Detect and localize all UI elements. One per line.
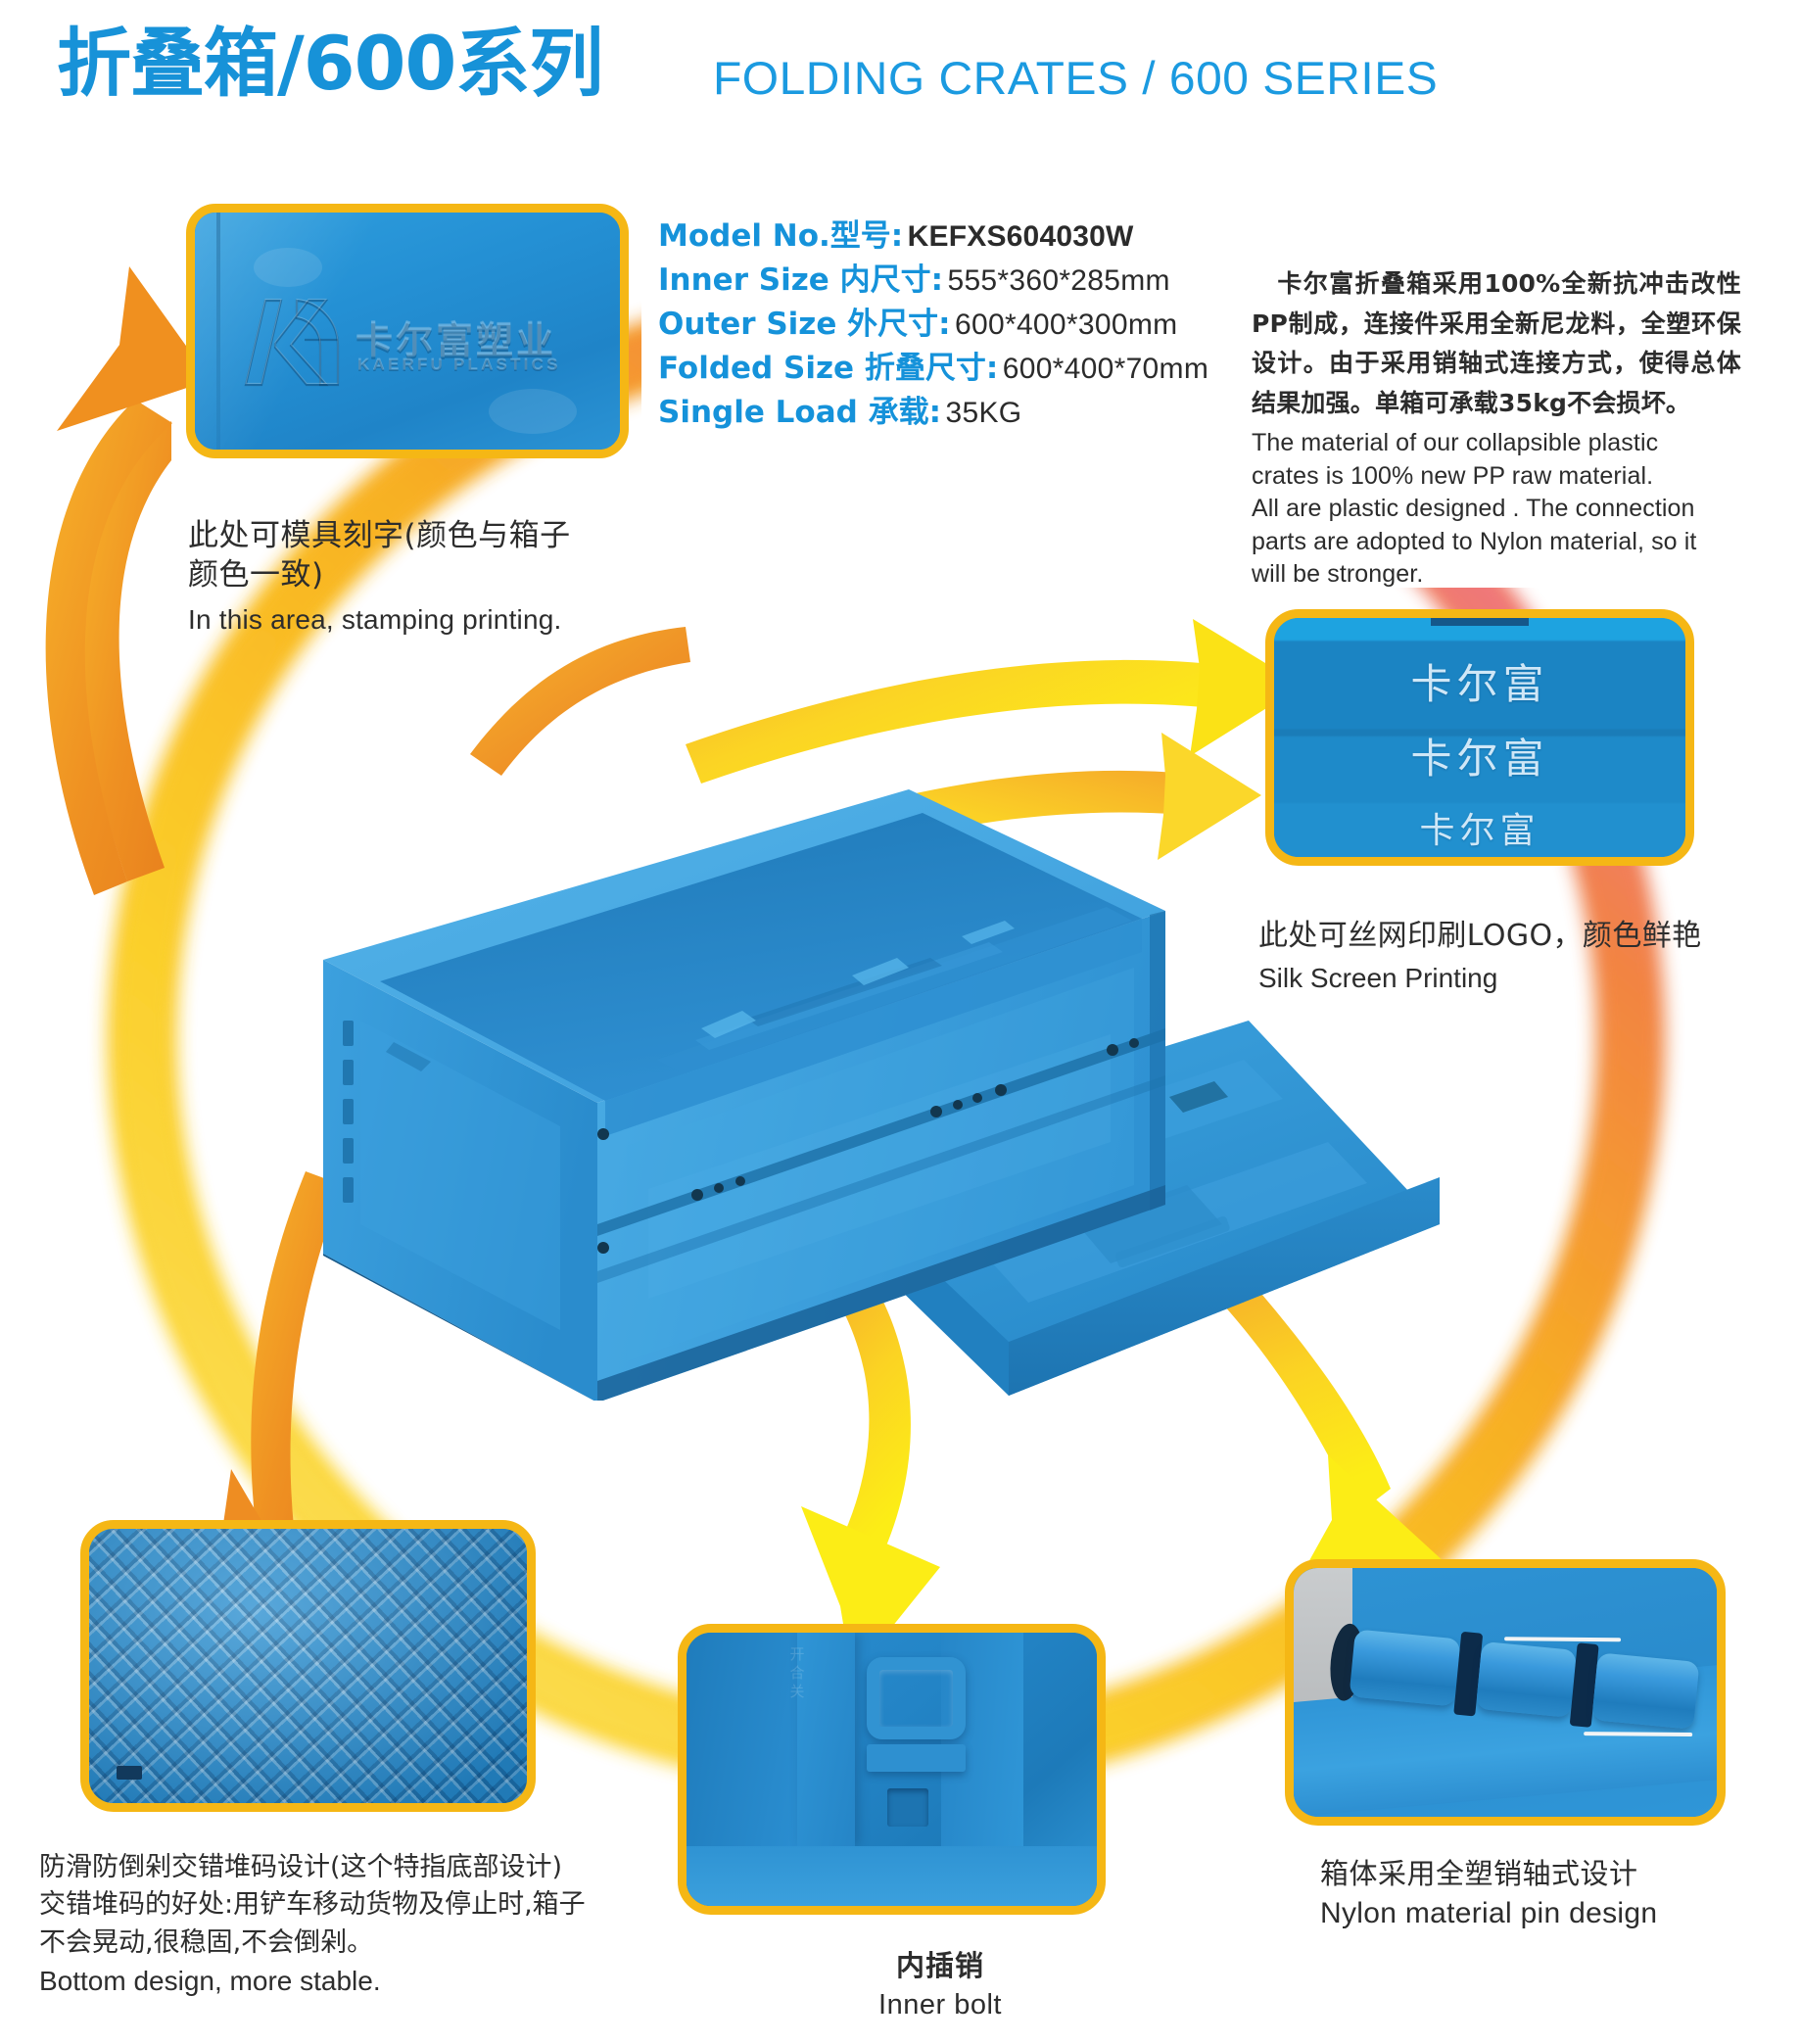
bolt-floor xyxy=(687,1845,1097,1906)
stamping-printing-photo: 卡尔富塑业 KAERFU PLASTICS xyxy=(186,204,629,458)
page-title-english: FOLDING CRATES / 600 SERIES xyxy=(713,52,1439,104)
spec-value-single-load: 35KG xyxy=(945,397,1022,430)
hinge-highlight xyxy=(1583,1731,1692,1736)
stamping-caption-cn-2: 颜色一致) xyxy=(188,557,324,594)
crate-surface xyxy=(195,213,620,450)
spec-label-inner-size: Inner Size 内尺寸: xyxy=(658,262,943,299)
specifications-list: Model No.型号: KEFXS604030W Inner Size 内尺寸… xyxy=(658,217,1208,438)
spec-value-inner-size: 555*360*285mm xyxy=(947,264,1170,298)
hinge-highlight xyxy=(1504,1636,1621,1641)
bottom-design-caption: 防滑防倒剁交错堆码设计(这个特指底部设计) 交错堆码的好处:用铲车移动货物及停止… xyxy=(39,1849,686,2001)
molded-text: 开合关 xyxy=(787,1645,806,1702)
embossed-logo-group: 卡尔富塑业 KAERFU PLASTICS xyxy=(236,295,608,403)
description-english: The material of our collapsible plastic … xyxy=(1252,427,1741,591)
page-header: 折叠箱/600系列 FOLDING CRATES / 600 SERIES xyxy=(0,0,1800,147)
silk-logo-row-2: 卡尔富 xyxy=(1410,735,1549,783)
spec-row-inner-size: Inner Size 内尺寸: 555*360*285mm xyxy=(658,261,1208,300)
bottom-caption-cn-3: 不会晃动,很稳固,不会倒剁。 xyxy=(39,1926,374,1958)
stamping-caption-en: In this area, stamping printing. xyxy=(188,603,562,635)
silk-logo-row-3: 卡尔富 xyxy=(1419,811,1540,851)
pin-design-caption: 箱体采用全塑销轴式设计 Nylon material pin design xyxy=(1320,1854,1780,1934)
crosshatch-rib-pattern xyxy=(89,1529,527,1803)
nylon-pin-hinge-photo xyxy=(1285,1559,1726,1826)
hinge-segment xyxy=(1590,1652,1700,1730)
inner-bolt-photo: 开合关 xyxy=(678,1624,1106,1915)
product-description: 卡尔富折叠箱采用100%全新抗冲击改性PP制成，连接件采用全新尼龙料，全塑环保设… xyxy=(1252,264,1741,592)
hinge-segment xyxy=(1349,1629,1460,1706)
stamping-caption-cn-1: 此处可模具刻字(颜色与箱子 xyxy=(188,518,571,553)
spec-row-folded-size: Folded Size 折叠尺寸: 600*400*70mm xyxy=(658,350,1208,388)
page-title-chinese: 折叠箱/600系列 xyxy=(57,20,603,107)
kaerfu-logo-icon xyxy=(244,298,340,387)
pin-caption-cn: 箱体采用全塑销轴式设计 xyxy=(1320,1857,1638,1890)
bottom-caption-en: Bottom design, more stable. xyxy=(39,1965,381,1996)
bottom-anti-slip-photo xyxy=(80,1520,536,1812)
stamping-caption: 此处可模具刻字(颜色与箱子 颜色一致) In this area, stampi… xyxy=(188,516,658,640)
embossed-brand-english: KAERFU PLASTICS xyxy=(357,356,561,374)
bolt-slot xyxy=(887,1788,929,1828)
spec-row-single-load: Single Load 承载: 35KG xyxy=(658,394,1208,432)
spec-row-outer-size: Outer Size 外尺寸: 600*400*300mm xyxy=(658,306,1208,344)
spec-label-outer-size: Outer Size 外尺寸: xyxy=(658,307,951,343)
bottom-caption-cn-1: 防滑防倒剁交错堆码设计(这个特指底部设计) xyxy=(39,1852,563,1882)
embossed-brand-chinese: 卡尔富塑业 xyxy=(355,319,557,362)
description-en-line-2: crates is 100% new PP raw material. xyxy=(1252,461,1654,490)
hinge-segment xyxy=(1475,1640,1577,1718)
spec-value-folded-size: 600*400*70mm xyxy=(1002,353,1209,386)
silk-caption-cn: 此处可丝网印刷LOGO，颜色鲜艳 xyxy=(1258,919,1702,953)
spec-label-single-load: Single Load 承载: xyxy=(658,395,942,431)
spec-label-model: Model No.型号: xyxy=(658,218,904,254)
spec-value-outer-size: 600*400*300mm xyxy=(955,309,1178,342)
silk-screen-printing-photo: 卡尔富 卡尔富 卡尔富 xyxy=(1265,609,1694,866)
bolt-caption-en: Inner bolt xyxy=(878,1989,1002,2021)
crate-seam-line xyxy=(216,213,220,450)
bolt-caption-cn: 内插销 xyxy=(895,1949,984,1982)
inner-bolt-caption: 内插销 Inner bolt xyxy=(754,1947,1126,2025)
spec-row-model: Model No.型号: KEFXS604030W xyxy=(658,217,1208,256)
bolt-latch-tab xyxy=(867,1744,966,1773)
bolt-rib-wall xyxy=(797,1633,855,1846)
silk-logo-row-1: 卡尔富 xyxy=(1410,660,1549,708)
description-en-line-3: All are plastic designed . The connectio… xyxy=(1252,495,1695,522)
spec-label-folded-size: Folded Size 折叠尺寸: xyxy=(658,351,999,387)
bottom-notch xyxy=(117,1766,142,1780)
main-folding-crate-photo xyxy=(304,676,1459,1402)
bottom-caption-cn-2: 交错堆码的好处:用铲车移动货物及停止时,箱子 xyxy=(39,1889,586,1921)
description-en-line-4: parts are adopted to Nylon material, so … xyxy=(1252,527,1697,555)
bolt-latch-ring xyxy=(867,1657,966,1739)
silk-screen-caption: 此处可丝网印刷LOGO，颜色鲜艳 Silk Screen Printing xyxy=(1258,917,1768,997)
description-chinese: 卡尔富折叠箱采用100%全新抗冲击改性PP制成，连接件采用全新尼龙料，全塑环保设… xyxy=(1252,269,1741,417)
pin-caption-en: Nylon material pin design xyxy=(1320,1897,1658,1930)
description-en-line-5: will be stronger. xyxy=(1252,560,1424,588)
spec-value-model: KEFXS604030W xyxy=(907,220,1134,253)
crate-side-surface xyxy=(1274,618,1685,857)
silk-caption-en: Silk Screen Printing xyxy=(1258,962,1498,993)
description-en-line-1: The material of our collapsible plastic xyxy=(1252,429,1659,456)
crate-top-notch xyxy=(1430,618,1530,626)
